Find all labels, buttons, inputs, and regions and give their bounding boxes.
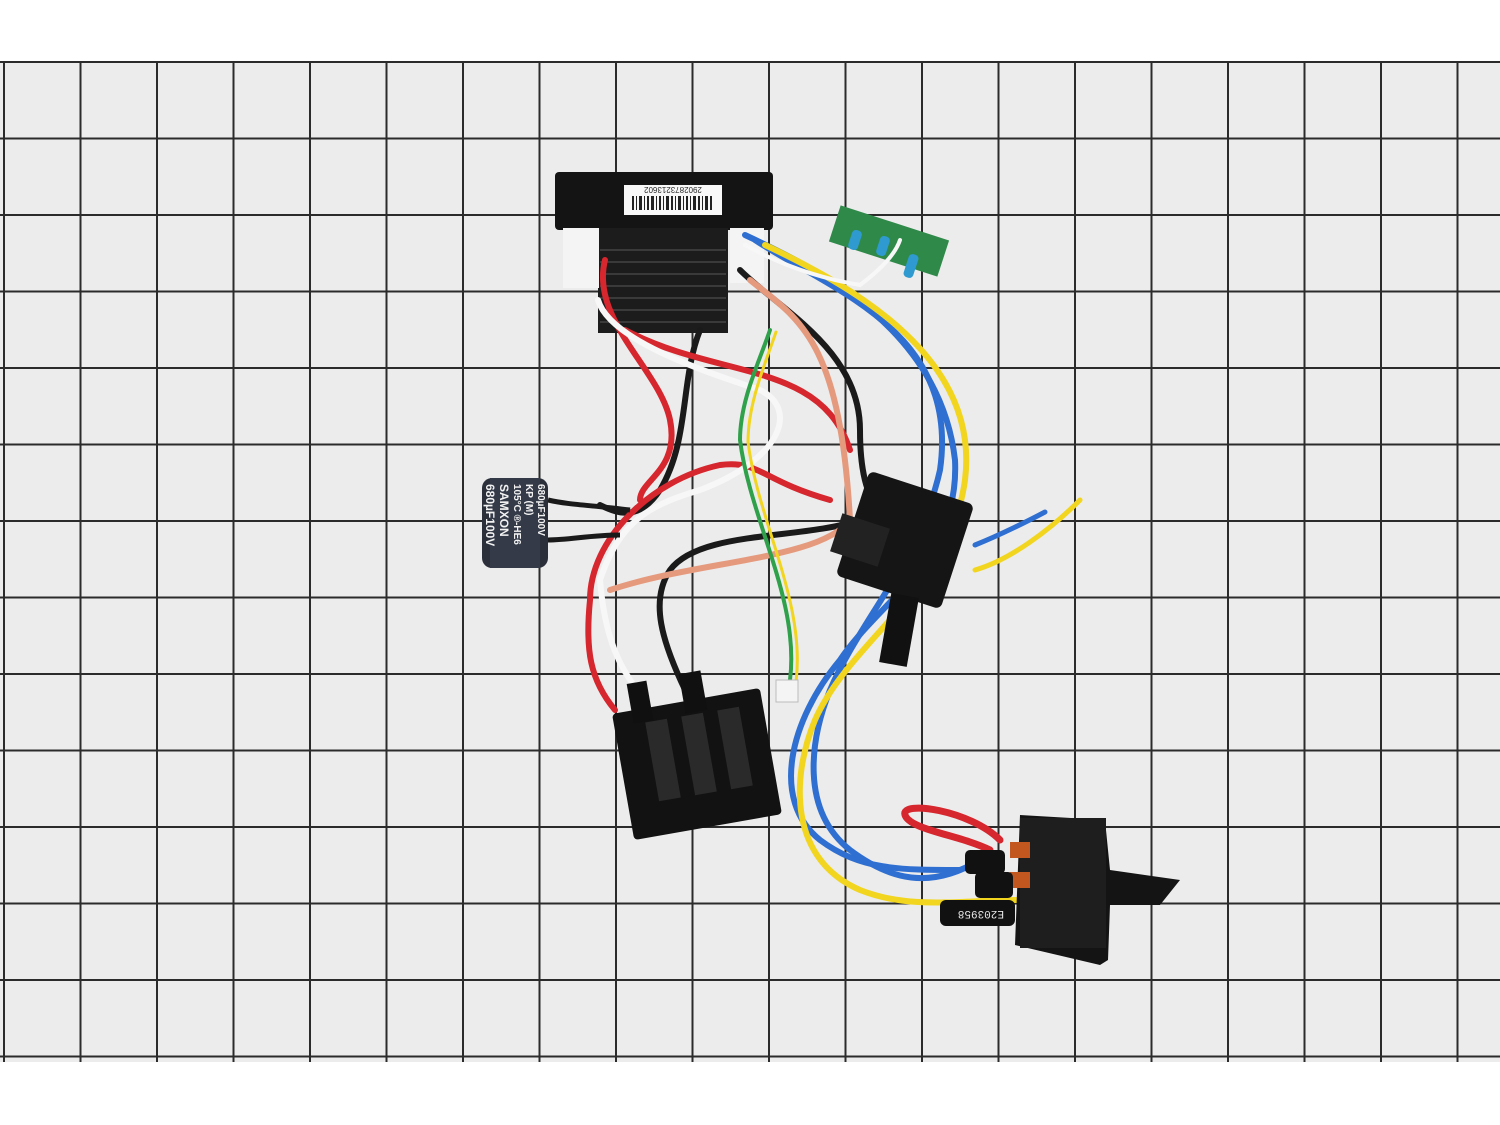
wire-red-3	[585, 461, 833, 713]
controller-module: 2902873213602	[555, 172, 773, 333]
wire-black-2	[597, 327, 703, 516]
wire-red-loop	[901, 804, 1004, 854]
capacitor-line-5: 680µF100V	[483, 484, 497, 546]
rocker-switch-stamp: E203958	[958, 907, 1004, 919]
capacitor: 680µF100V KP (M) 105°C ®-HE6 SAMXON 680µ…	[482, 478, 631, 568]
power-connector	[612, 670, 782, 840]
resistor-pcb	[828, 205, 950, 278]
forward-reverse-switch	[830, 472, 973, 667]
capacitor-line-1: 680µF100V	[535, 484, 546, 536]
wire-yellow-lead	[972, 497, 1083, 573]
capacitor-line-2: KP (M)	[523, 484, 534, 515]
ribbon-connector	[775, 679, 799, 703]
capacitor-line-3: 105°C ®-HE6	[511, 484, 522, 545]
wire-yellow	[762, 242, 1023, 906]
barcode-label: 2902873213602	[644, 185, 702, 194]
wire-ribbon	[737, 328, 794, 682]
wire-black-3	[656, 517, 863, 703]
wire-white-1	[595, 297, 783, 703]
wires	[585, 232, 1083, 906]
wire-ribbon-2	[746, 330, 799, 684]
wire-blue-lead	[972, 509, 1048, 548]
wire-red-1	[600, 257, 675, 503]
capacitor-line-4: SAMXON	[497, 484, 511, 537]
wire-blue-second	[752, 237, 983, 882]
rocker-switch: E203958	[940, 815, 1180, 965]
wire-white-resistor	[743, 238, 902, 288]
